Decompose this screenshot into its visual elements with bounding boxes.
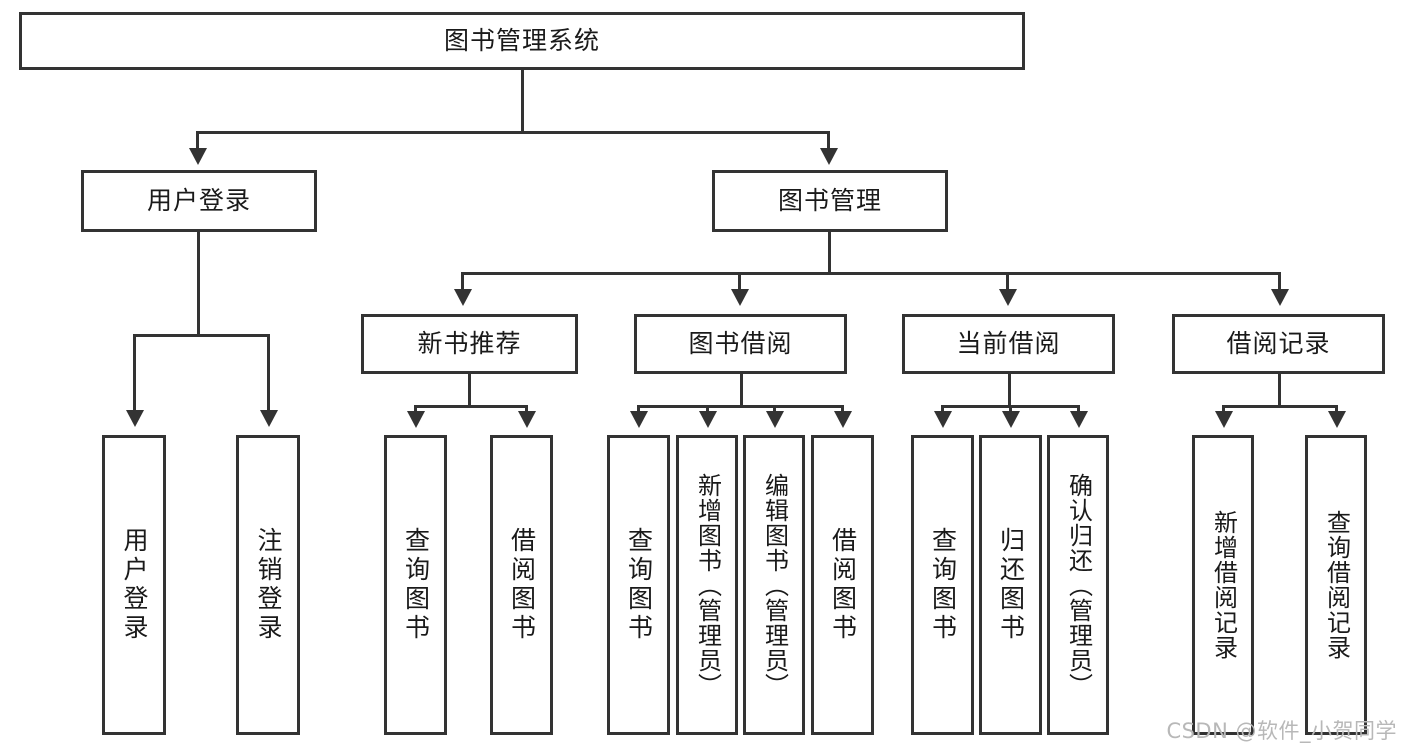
- arrow-to-current: [999, 289, 1017, 306]
- leaf-confirm-return-admin[interactable]: 确认归还（管理员）: [1047, 435, 1109, 735]
- node-new-book-recommend[interactable]: 新书推荐: [361, 314, 578, 374]
- connector-current-drop-3: [1077, 405, 1080, 413]
- leaf-borrow-book[interactable]: 借阅图书: [811, 435, 874, 735]
- node-current-borrow[interactable]: 当前借阅: [902, 314, 1115, 374]
- leaf-query-book-new[interactable]: 查询图书: [384, 435, 447, 735]
- node-root-system[interactable]: 图书管理系统: [19, 12, 1025, 70]
- arrow-leaf-user-login: [126, 410, 144, 427]
- connector-records-drop-2: [1335, 405, 1338, 413]
- connector-new-book-bus: [414, 405, 528, 408]
- connector-borrow-bus: [637, 405, 844, 408]
- arrow-leaf-confirm-return: [1070, 411, 1088, 428]
- connector-new-book-drop-2: [525, 405, 528, 413]
- node-book-borrow[interactable]: 图书借阅: [634, 314, 847, 374]
- connector-new-book-stem: [468, 374, 471, 408]
- node-borrow-records[interactable]: 借阅记录: [1172, 314, 1385, 374]
- connector-to-records: [1278, 272, 1281, 292]
- leaf-edit-book-admin[interactable]: 编辑图书（管理员）: [743, 435, 805, 735]
- connector-borrow-stem: [740, 374, 743, 408]
- connector-user-login-drop-1: [133, 334, 136, 412]
- connector-to-new-book: [461, 272, 464, 292]
- connector-current-stem: [1008, 374, 1011, 408]
- connector-new-book-drop-1: [414, 405, 417, 413]
- connector-to-borrow: [738, 272, 741, 292]
- arrow-leaf-logout: [260, 410, 278, 427]
- arrow-leaf-add-book: [699, 411, 717, 428]
- connector-current-drop-2: [1009, 405, 1012, 413]
- connector-borrow-drop-4: [841, 405, 844, 413]
- arrow-to-new-book: [454, 289, 472, 306]
- connector-user-login-drop-2: [267, 334, 270, 412]
- arrow-leaf-add-record: [1215, 411, 1233, 428]
- leaf-query-book-current[interactable]: 查询图书: [911, 435, 974, 735]
- connector-borrow-drop-2: [706, 405, 709, 413]
- connector-records-drop-1: [1222, 405, 1225, 413]
- connector-records-stem: [1278, 374, 1281, 408]
- arrow-leaf-query-book-2: [630, 411, 648, 428]
- node-user-login[interactable]: 用户登录: [81, 170, 317, 232]
- arrow-to-user-login: [189, 148, 207, 165]
- connector-root-stem: [521, 70, 524, 133]
- connector-level3-bus: [461, 272, 1281, 275]
- arrow-leaf-edit-book: [766, 411, 784, 428]
- node-book-management[interactable]: 图书管理: [712, 170, 948, 232]
- arrow-leaf-return-book: [1002, 411, 1020, 428]
- connector-to-book-mgmt: [827, 131, 830, 151]
- leaf-logout[interactable]: 注销登录: [236, 435, 300, 735]
- arrow-leaf-query-book-3: [934, 411, 952, 428]
- connector-current-drop-1: [941, 405, 944, 413]
- connector-to-user-login: [196, 131, 199, 151]
- arrow-leaf-borrow-book-2: [834, 411, 852, 428]
- arrow-to-borrow: [731, 289, 749, 306]
- leaf-add-book-admin[interactable]: 新增图书（管理员）: [676, 435, 738, 735]
- leaf-add-borrow-record[interactable]: 新增借阅记录: [1192, 435, 1254, 735]
- arrow-leaf-query-book-1: [407, 411, 425, 428]
- leaf-query-book-borrow[interactable]: 查询图书: [607, 435, 670, 735]
- connector-user-login-bus: [133, 334, 270, 337]
- connector-level2-bus: [196, 131, 830, 134]
- arrow-leaf-borrow-book-1: [518, 411, 536, 428]
- arrow-leaf-query-record: [1328, 411, 1346, 428]
- connector-records-bus: [1222, 405, 1338, 408]
- leaf-user-login[interactable]: 用户登录: [102, 435, 166, 735]
- arrow-to-records: [1271, 289, 1289, 306]
- leaf-borrow-book-new[interactable]: 借阅图书: [490, 435, 553, 735]
- connector-borrow-drop-3: [773, 405, 776, 413]
- connector-borrow-drop-1: [637, 405, 640, 413]
- connector-to-current: [1006, 272, 1009, 292]
- leaf-query-borrow-record[interactable]: 查询借阅记录: [1305, 435, 1367, 735]
- connector-book-mgmt-stem: [828, 232, 831, 274]
- connector-user-login-stem: [197, 232, 200, 336]
- arrow-to-book-mgmt: [820, 148, 838, 165]
- leaf-return-book[interactable]: 归还图书: [979, 435, 1042, 735]
- watermark-text: CSDN @软件_小贺同学: [1166, 719, 1397, 743]
